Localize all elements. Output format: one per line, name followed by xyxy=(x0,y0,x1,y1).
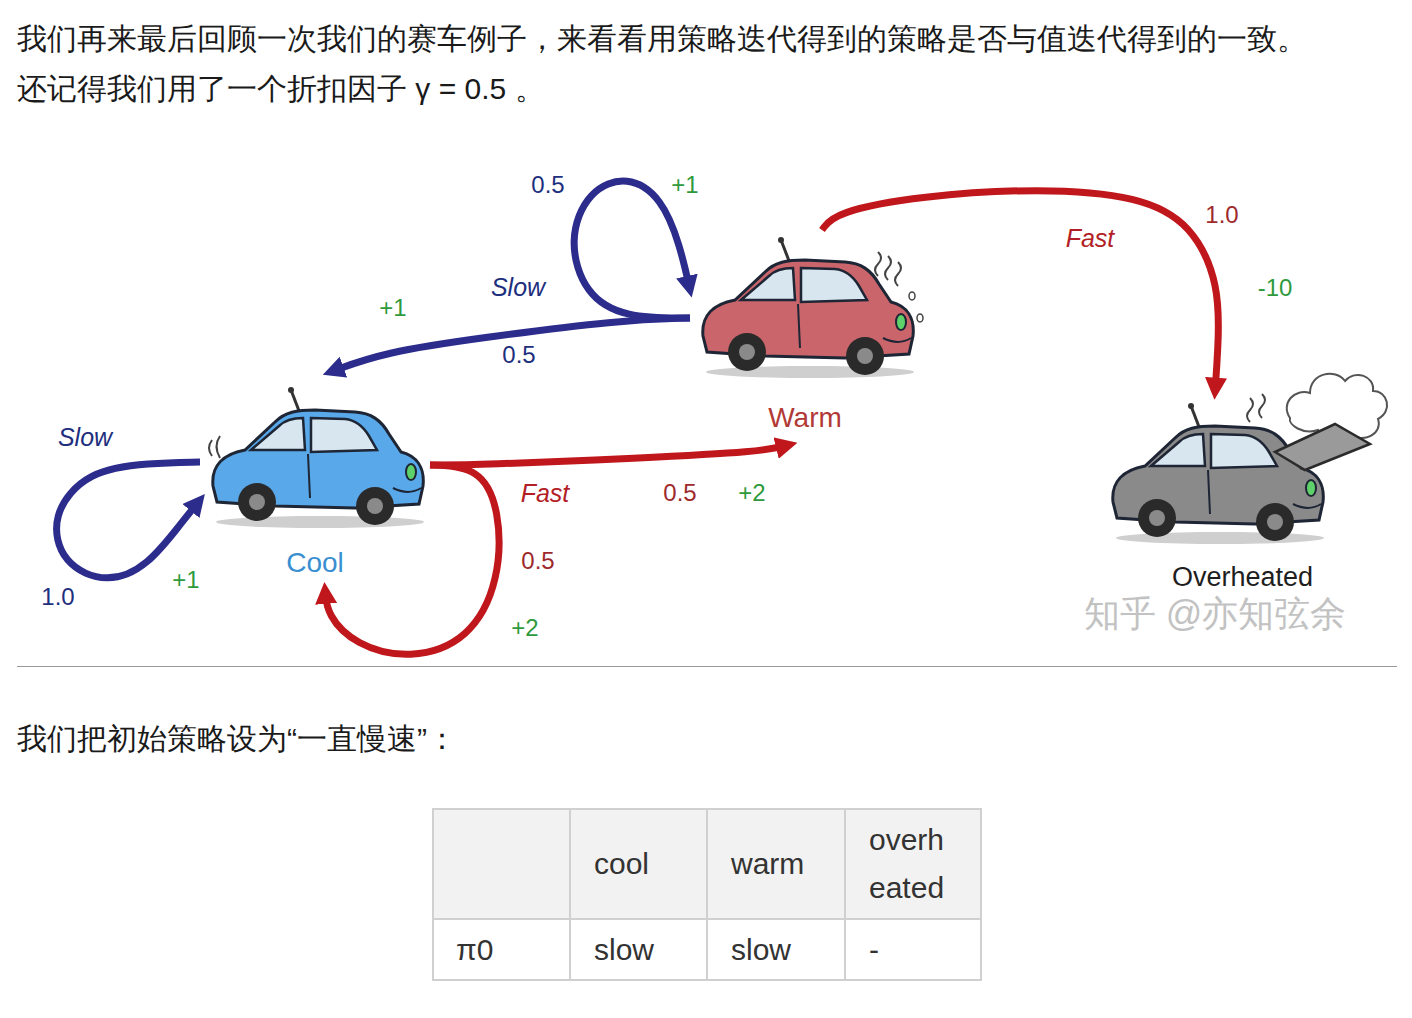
transition-arrow xyxy=(57,462,200,578)
transition-arrow xyxy=(330,318,690,372)
table-cell: - xyxy=(869,931,879,969)
watermark: 知乎 @亦知弦余 xyxy=(1084,596,1347,632)
state-node: Overheated xyxy=(1095,392,1390,603)
state-label: Cool xyxy=(200,546,430,580)
sweat-drop xyxy=(909,292,915,300)
transition-arrow xyxy=(574,181,690,318)
steam-marks xyxy=(875,252,901,286)
probability: 0.5 xyxy=(500,340,537,370)
transition-arrow xyxy=(325,465,499,654)
reward: -10 xyxy=(1256,273,1295,303)
reward: +1 xyxy=(170,565,201,595)
open-hood xyxy=(1275,424,1370,470)
paragraph: 我们把初始策略设为“一直慢速”： xyxy=(17,720,1407,758)
reward: +2 xyxy=(509,613,540,643)
table-cell: warm xyxy=(731,845,804,883)
transition-arrow xyxy=(430,445,790,465)
action-label: Fast xyxy=(1064,223,1117,253)
action-label: Slow xyxy=(489,272,547,302)
paragraph: 我们再来最后回顾一次我们的赛车例子，来看看用策略迭代得到的策略是否与值迭代得到的… xyxy=(17,20,1407,58)
state-node: Warm xyxy=(690,230,920,445)
table-cell: slow xyxy=(731,931,791,969)
probability: 0.5 xyxy=(529,170,566,200)
state-node: Cool xyxy=(200,372,430,590)
warm-car xyxy=(703,237,914,378)
probability: 0.5 xyxy=(519,546,556,576)
table-border xyxy=(433,809,981,980)
action-label: Slow xyxy=(56,422,114,452)
sweat-drop xyxy=(917,314,923,322)
action-label: Fast xyxy=(519,478,572,508)
reward: +1 xyxy=(377,293,408,323)
motion-marks xyxy=(209,436,220,458)
state-label: Overheated xyxy=(1095,561,1390,593)
state-label: Warm xyxy=(690,401,920,435)
table-cell: slow xyxy=(594,931,654,969)
transition-arrow xyxy=(822,191,1218,392)
overheated-car xyxy=(1113,403,1324,544)
table-cell: π0 xyxy=(456,931,493,969)
probability: 0.5 xyxy=(661,478,698,508)
horizontal-rule xyxy=(17,666,1397,667)
table-rule xyxy=(706,808,708,981)
steam-marks xyxy=(1247,394,1265,422)
table-rule xyxy=(569,808,571,981)
cool-car xyxy=(213,387,424,528)
table-cell: overheated xyxy=(869,816,958,912)
probability: 1.0 xyxy=(39,582,76,612)
reward: +2 xyxy=(736,478,767,508)
table-rule xyxy=(844,808,846,981)
reward: +1 xyxy=(669,170,700,200)
paragraph: 还记得我们用了一个折扣因子 γ = 0.5 。 xyxy=(17,70,1407,108)
probability: 1.0 xyxy=(1203,200,1240,230)
table-cell: cool xyxy=(594,845,649,883)
